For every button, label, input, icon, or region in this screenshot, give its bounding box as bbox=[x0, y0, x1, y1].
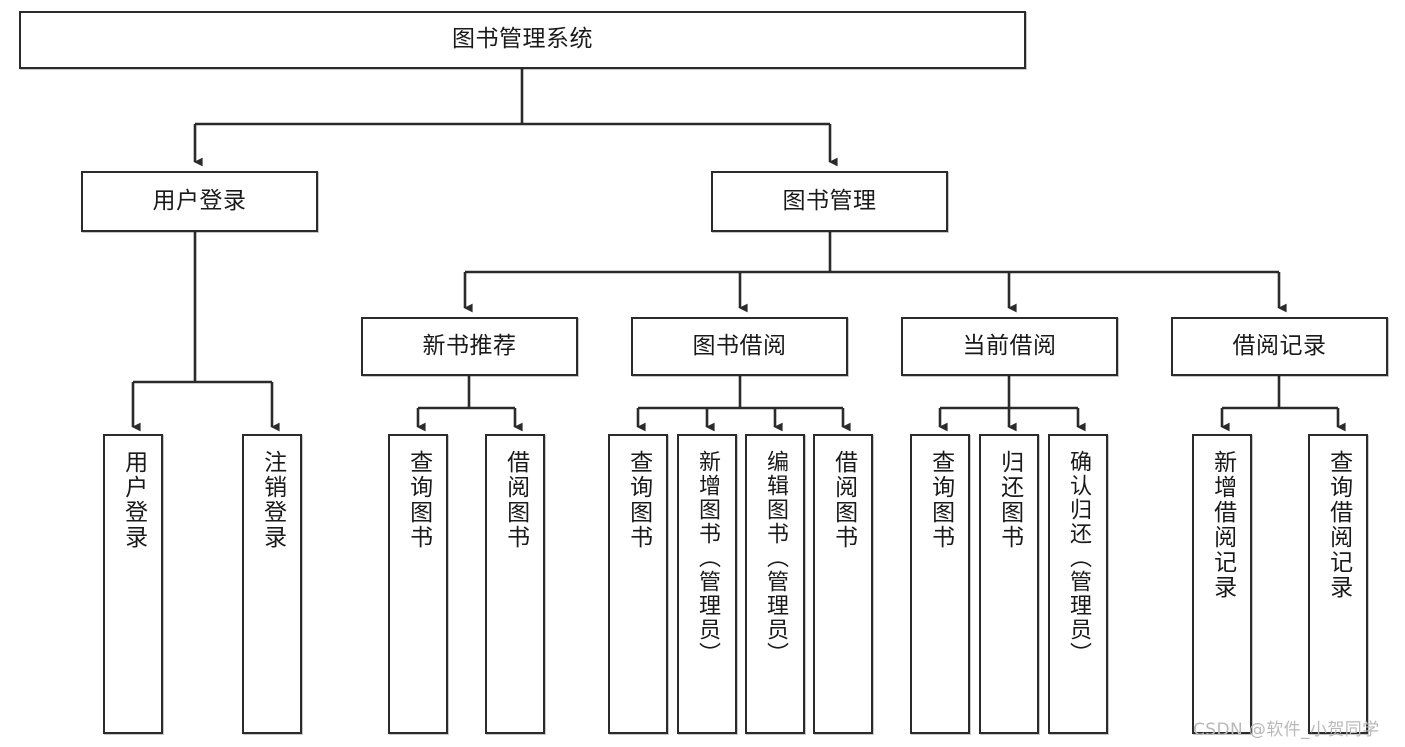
node-new-book-recommend[interactable]: 新书推荐 bbox=[361, 317, 578, 376]
node-label: 确认归还（管理员） bbox=[1065, 450, 1091, 666]
node-leaf-user-login[interactable]: 用户登录 bbox=[103, 434, 163, 734]
node-leaf-query-book-2[interactable]: 查询图书 bbox=[608, 434, 668, 734]
node-leaf-query-record[interactable]: 查询借阅记录 bbox=[1308, 434, 1368, 734]
node-label: 新书推荐 bbox=[422, 332, 517, 359]
node-label: 查询借阅记录 bbox=[1325, 450, 1352, 600]
node-label: 注销登录 bbox=[259, 450, 286, 550]
node-leaf-borrow-book-1[interactable]: 借阅图书 bbox=[485, 434, 545, 734]
node-current-borrow[interactable]: 当前借阅 bbox=[901, 317, 1118, 376]
node-label: 图书管理 bbox=[782, 187, 877, 214]
node-leaf-add-record[interactable]: 新增借阅记录 bbox=[1192, 434, 1252, 734]
node-leaf-query-book-1[interactable]: 查询图书 bbox=[388, 434, 448, 734]
node-label: 查询图书 bbox=[927, 450, 954, 550]
node-label: 当前借阅 bbox=[962, 332, 1057, 359]
node-label: 借阅记录 bbox=[1232, 332, 1327, 359]
csdn-watermark: CSDN @软件_小贺同学 bbox=[1193, 720, 1380, 740]
node-book-manage[interactable]: 图书管理 bbox=[711, 171, 948, 232]
node-book-borrow[interactable]: 图书借阅 bbox=[631, 317, 848, 376]
node-label: 查询图书 bbox=[405, 450, 432, 550]
node-borrow-record[interactable]: 借阅记录 bbox=[1171, 317, 1388, 376]
node-leaf-query-book-3[interactable]: 查询图书 bbox=[910, 434, 970, 734]
node-leaf-confirm-return[interactable]: 确认归还（管理员） bbox=[1048, 434, 1108, 734]
node-label: 用户登录 bbox=[120, 450, 147, 550]
node-label: 图书管理系统 bbox=[452, 26, 593, 53]
node-label: 新增借阅记录 bbox=[1209, 450, 1236, 600]
node-leaf-borrow-book-2[interactable]: 借阅图书 bbox=[813, 434, 873, 734]
node-leaf-return-book[interactable]: 归还图书 bbox=[979, 434, 1039, 734]
node-label: 新增图书（管理员） bbox=[694, 450, 720, 666]
node-label: 图书借阅 bbox=[692, 332, 787, 359]
node-label: 编辑图书（管理员） bbox=[762, 450, 788, 666]
node-label: 借阅图书 bbox=[830, 450, 857, 550]
node-leaf-add-book[interactable]: 新增图书（管理员） bbox=[677, 434, 737, 734]
node-leaf-edit-book[interactable]: 编辑图书（管理员） bbox=[745, 434, 805, 734]
node-user-login[interactable]: 用户登录 bbox=[81, 171, 318, 232]
node-leaf-logout-login[interactable]: 注销登录 bbox=[242, 434, 302, 734]
node-label: 查询图书 bbox=[625, 450, 652, 550]
node-label: 借阅图书 bbox=[502, 450, 529, 550]
node-label: 归还图书 bbox=[996, 450, 1023, 550]
node-label: 用户登录 bbox=[152, 187, 247, 214]
node-root-book-management-system[interactable]: 图书管理系统 bbox=[19, 11, 1026, 69]
